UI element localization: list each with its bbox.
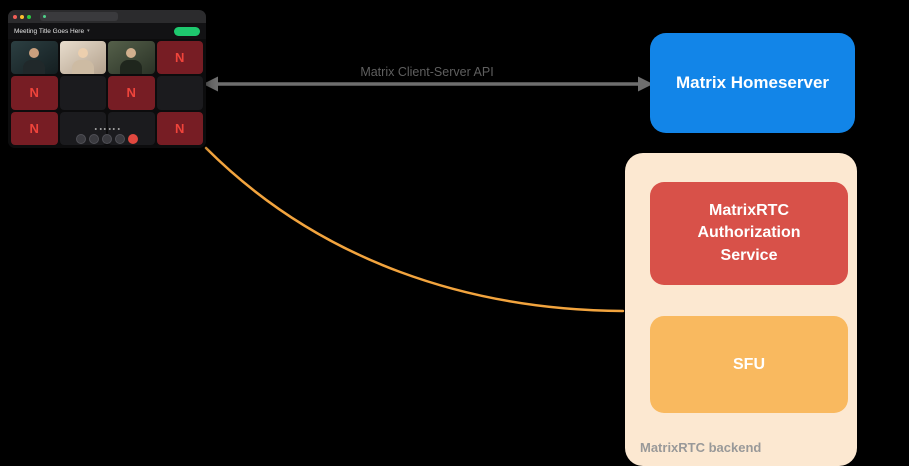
avatar-letter: N	[175, 50, 185, 66]
avatar-tile: N	[156, 41, 203, 75]
call-window: Meeting Title Goes Here ▾ N N N N N	[8, 10, 206, 148]
camera-button[interactable]	[89, 134, 99, 144]
meeting-header: Meeting Title Goes Here ▾	[8, 23, 206, 39]
tab-favicon	[43, 15, 46, 18]
video-tile	[156, 76, 203, 110]
screenshare-button[interactable]	[102, 134, 112, 144]
call-controls	[76, 134, 138, 144]
zoom-window-button[interactable]	[27, 14, 31, 19]
video-tile	[11, 41, 58, 75]
video-tile	[59, 76, 106, 110]
header-action-pill[interactable]	[174, 26, 200, 36]
avatar-tile: N	[156, 111, 203, 145]
avatar-tile: N	[108, 76, 155, 110]
video-tile	[59, 41, 106, 75]
browser-chrome	[8, 10, 206, 23]
tile-pagination-dots	[94, 128, 120, 130]
sfu-media-curve	[204, 146, 625, 313]
arrowhead-right	[638, 76, 653, 92]
avatar-letter: N	[126, 85, 136, 101]
meeting-title: Meeting Title Goes Here	[14, 27, 85, 35]
avatar-letter: N	[175, 120, 185, 136]
matrix-homeserver-node: Matrix Homeserver	[650, 33, 855, 133]
video-grid: N N N N N	[8, 39, 206, 148]
avatar-letter: N	[29, 120, 39, 136]
video-tile	[108, 41, 155, 75]
mic-button[interactable]	[76, 134, 86, 144]
avatar-letter: N	[29, 85, 39, 101]
avatar-tile: N	[11, 76, 58, 110]
close-window-button[interactable]	[13, 14, 17, 19]
more-options-button[interactable]	[115, 134, 125, 144]
client-server-api-label: Matrix Client-Server API	[360, 65, 494, 79]
matrixrtc-auth-service-node: MatrixRTC Authorization Service	[650, 182, 848, 285]
browser-tab[interactable]	[40, 12, 118, 21]
avatar-tile: N	[11, 111, 58, 145]
minimize-window-button[interactable]	[20, 14, 24, 19]
backend-group-label: MatrixRTC backend	[640, 440, 762, 455]
arrowhead-left	[203, 76, 218, 92]
chevron-down-icon[interactable]: ▾	[87, 28, 90, 34]
sfu-node: SFU	[650, 316, 848, 413]
hangup-button[interactable]	[128, 134, 138, 144]
